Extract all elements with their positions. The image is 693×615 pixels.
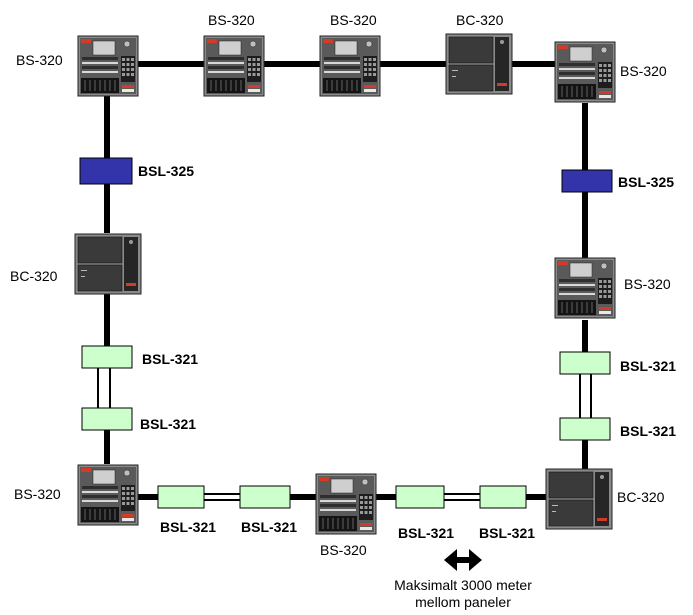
- note-line-1: Maksimalt 3000 meter: [394, 577, 532, 593]
- label-bsl321-right-bottom: BSL-321: [620, 423, 677, 439]
- bsl325-right-box: [561, 169, 613, 193]
- label-bottom-right: BC-320: [617, 489, 665, 505]
- bsl321-right-bottom-box: [559, 417, 611, 441]
- label-bsl321-bottom-3: BSL-321: [398, 525, 455, 541]
- label-bsl321-left-top: BSL-321: [142, 351, 199, 367]
- panel-bottom-mid: [315, 473, 377, 535]
- bsl321-bottom-2-box: [239, 485, 291, 509]
- bsl321-bottom-1-box: [157, 485, 205, 509]
- bsl321-left-top-box: [81, 345, 133, 369]
- panel-top-left: [77, 35, 139, 97]
- label-bottom-left: BS-320: [14, 486, 61, 502]
- panel-right-mid: [554, 257, 616, 319]
- pair-link-left: [97, 368, 111, 408]
- label-top-2: BS-320: [208, 12, 255, 28]
- label-left-mid: BC-320: [10, 268, 58, 284]
- bsl321-left-bottom-box: [81, 407, 133, 431]
- label-top-4: BC-320: [456, 12, 504, 28]
- panel-top-2: [203, 35, 265, 97]
- bsl321-right-top-box: [559, 351, 611, 375]
- panel-top-4: [445, 33, 513, 95]
- pair-link-bottom-left: [203, 493, 241, 501]
- panel-bottom-left: [77, 464, 139, 526]
- label-top-3: BS-320: [330, 12, 377, 28]
- label-bsl321-bottom-2: BSL-321: [241, 519, 298, 535]
- label-bottom-mid: BS-320: [320, 542, 367, 558]
- note-line-2: mellom paneler: [415, 594, 511, 610]
- panel-top-right: [554, 41, 616, 103]
- pair-link-bottom-right: [443, 493, 481, 501]
- panel-bottom-right: [545, 468, 613, 530]
- label-bsl321-right-top: BSL-321: [620, 358, 677, 374]
- label-top-right: BS-320: [620, 63, 667, 79]
- bsl321-bottom-3-box: [395, 485, 445, 509]
- label-bsl321-left-bottom: BSL-321: [140, 416, 197, 432]
- label-bsl321-bottom-1: BSL-321: [160, 519, 217, 535]
- label-bsl325-left: BSL-325: [138, 163, 195, 179]
- label-bsl325-right: BSL-325: [618, 174, 675, 190]
- panel-left-mid: [74, 233, 142, 295]
- label-bsl321-bottom-4: BSL-321: [479, 525, 536, 541]
- bsl321-bottom-4-box: [479, 485, 527, 509]
- double-arrow-icon: [444, 549, 482, 571]
- pair-link-right: [579, 374, 592, 418]
- label-right-mid: BS-320: [624, 276, 671, 292]
- label-top-left: BS-320: [16, 52, 63, 68]
- panel-top-3: [319, 35, 381, 97]
- network-cables: [104, 61, 588, 500]
- bsl325-left-box: [79, 157, 133, 185]
